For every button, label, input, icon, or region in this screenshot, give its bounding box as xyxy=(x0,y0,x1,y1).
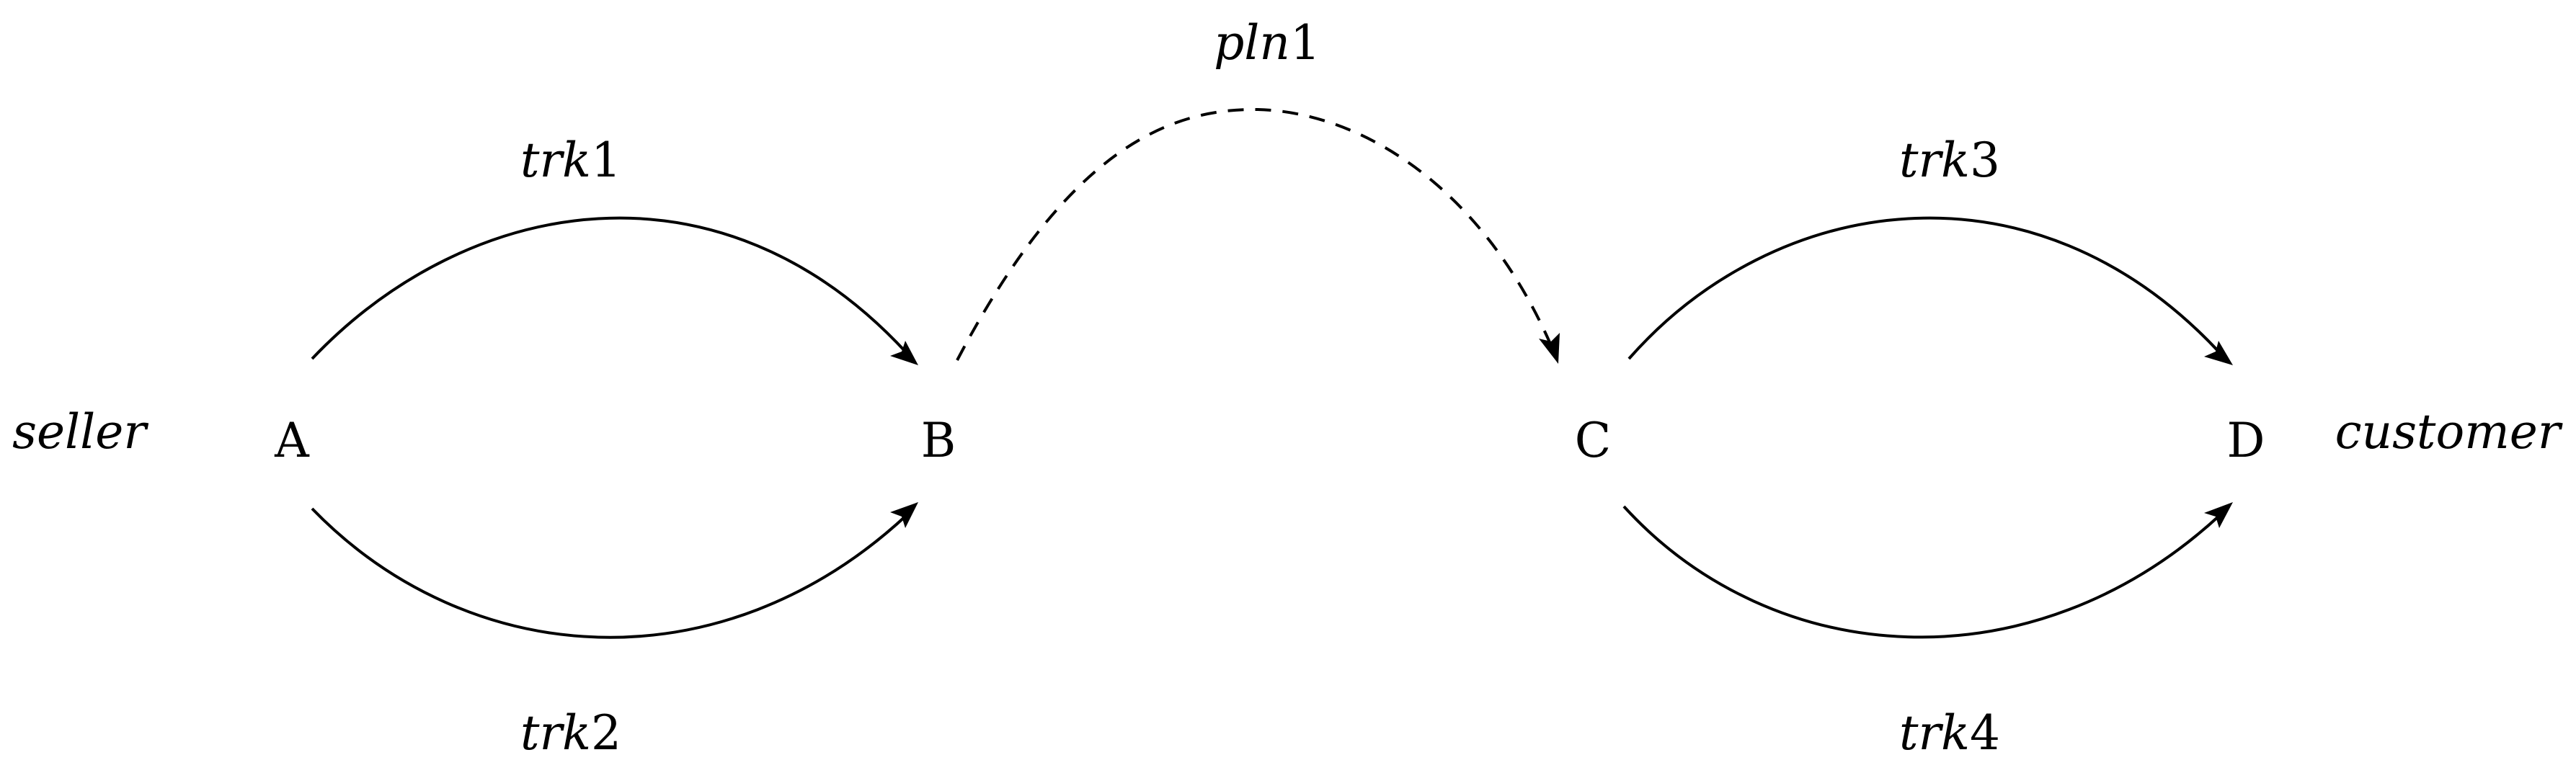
edge-pln1-arrowhead xyxy=(1539,333,1560,364)
edge-label-trk4-name: trk xyxy=(1899,705,1970,761)
node-c: C xyxy=(1575,413,1612,468)
edge-label-trk2-name: trk xyxy=(520,705,591,761)
node-a: A xyxy=(274,413,310,468)
edge-label-trk1: trk1 xyxy=(520,133,621,188)
edge-label-trk3: trk3 xyxy=(1899,133,2000,188)
node-b: B xyxy=(921,413,956,468)
edge-label-pln1-name: pln xyxy=(1214,15,1290,71)
customer-label: customer xyxy=(2335,404,2563,460)
edge-trk2 xyxy=(311,507,908,639)
edge-pln1 xyxy=(956,107,1551,361)
edge-label-trk3-num: 3 xyxy=(1970,133,2000,188)
edge-label-trk3-name: trk xyxy=(1899,133,1970,188)
edge-label-pln1-num: 1 xyxy=(1290,15,1320,71)
edge-trk1-arrowhead xyxy=(890,341,918,365)
edge-trk2-arrowhead xyxy=(890,502,918,528)
edge-label-pln1: pln1 xyxy=(1214,15,1320,71)
edge-trk4-arrowhead xyxy=(2204,502,2233,528)
edge-trk1 xyxy=(311,216,908,360)
seller-label: seller xyxy=(12,404,148,460)
edge-trk3 xyxy=(1627,216,2221,360)
edge-label-trk2-num: 2 xyxy=(591,705,621,761)
edge-label-trk4-num: 4 xyxy=(1970,705,2000,761)
node-d: D xyxy=(2227,413,2265,468)
edge-trk4 xyxy=(1622,505,2221,639)
edge-label-trk4: trk4 xyxy=(1899,705,2000,761)
edge-label-trk1-num: 1 xyxy=(591,133,621,188)
edge-trk3-arrowhead xyxy=(2204,341,2233,365)
edge-label-trk2: trk2 xyxy=(520,705,621,761)
edge-label-trk1-name: trk xyxy=(520,133,591,188)
